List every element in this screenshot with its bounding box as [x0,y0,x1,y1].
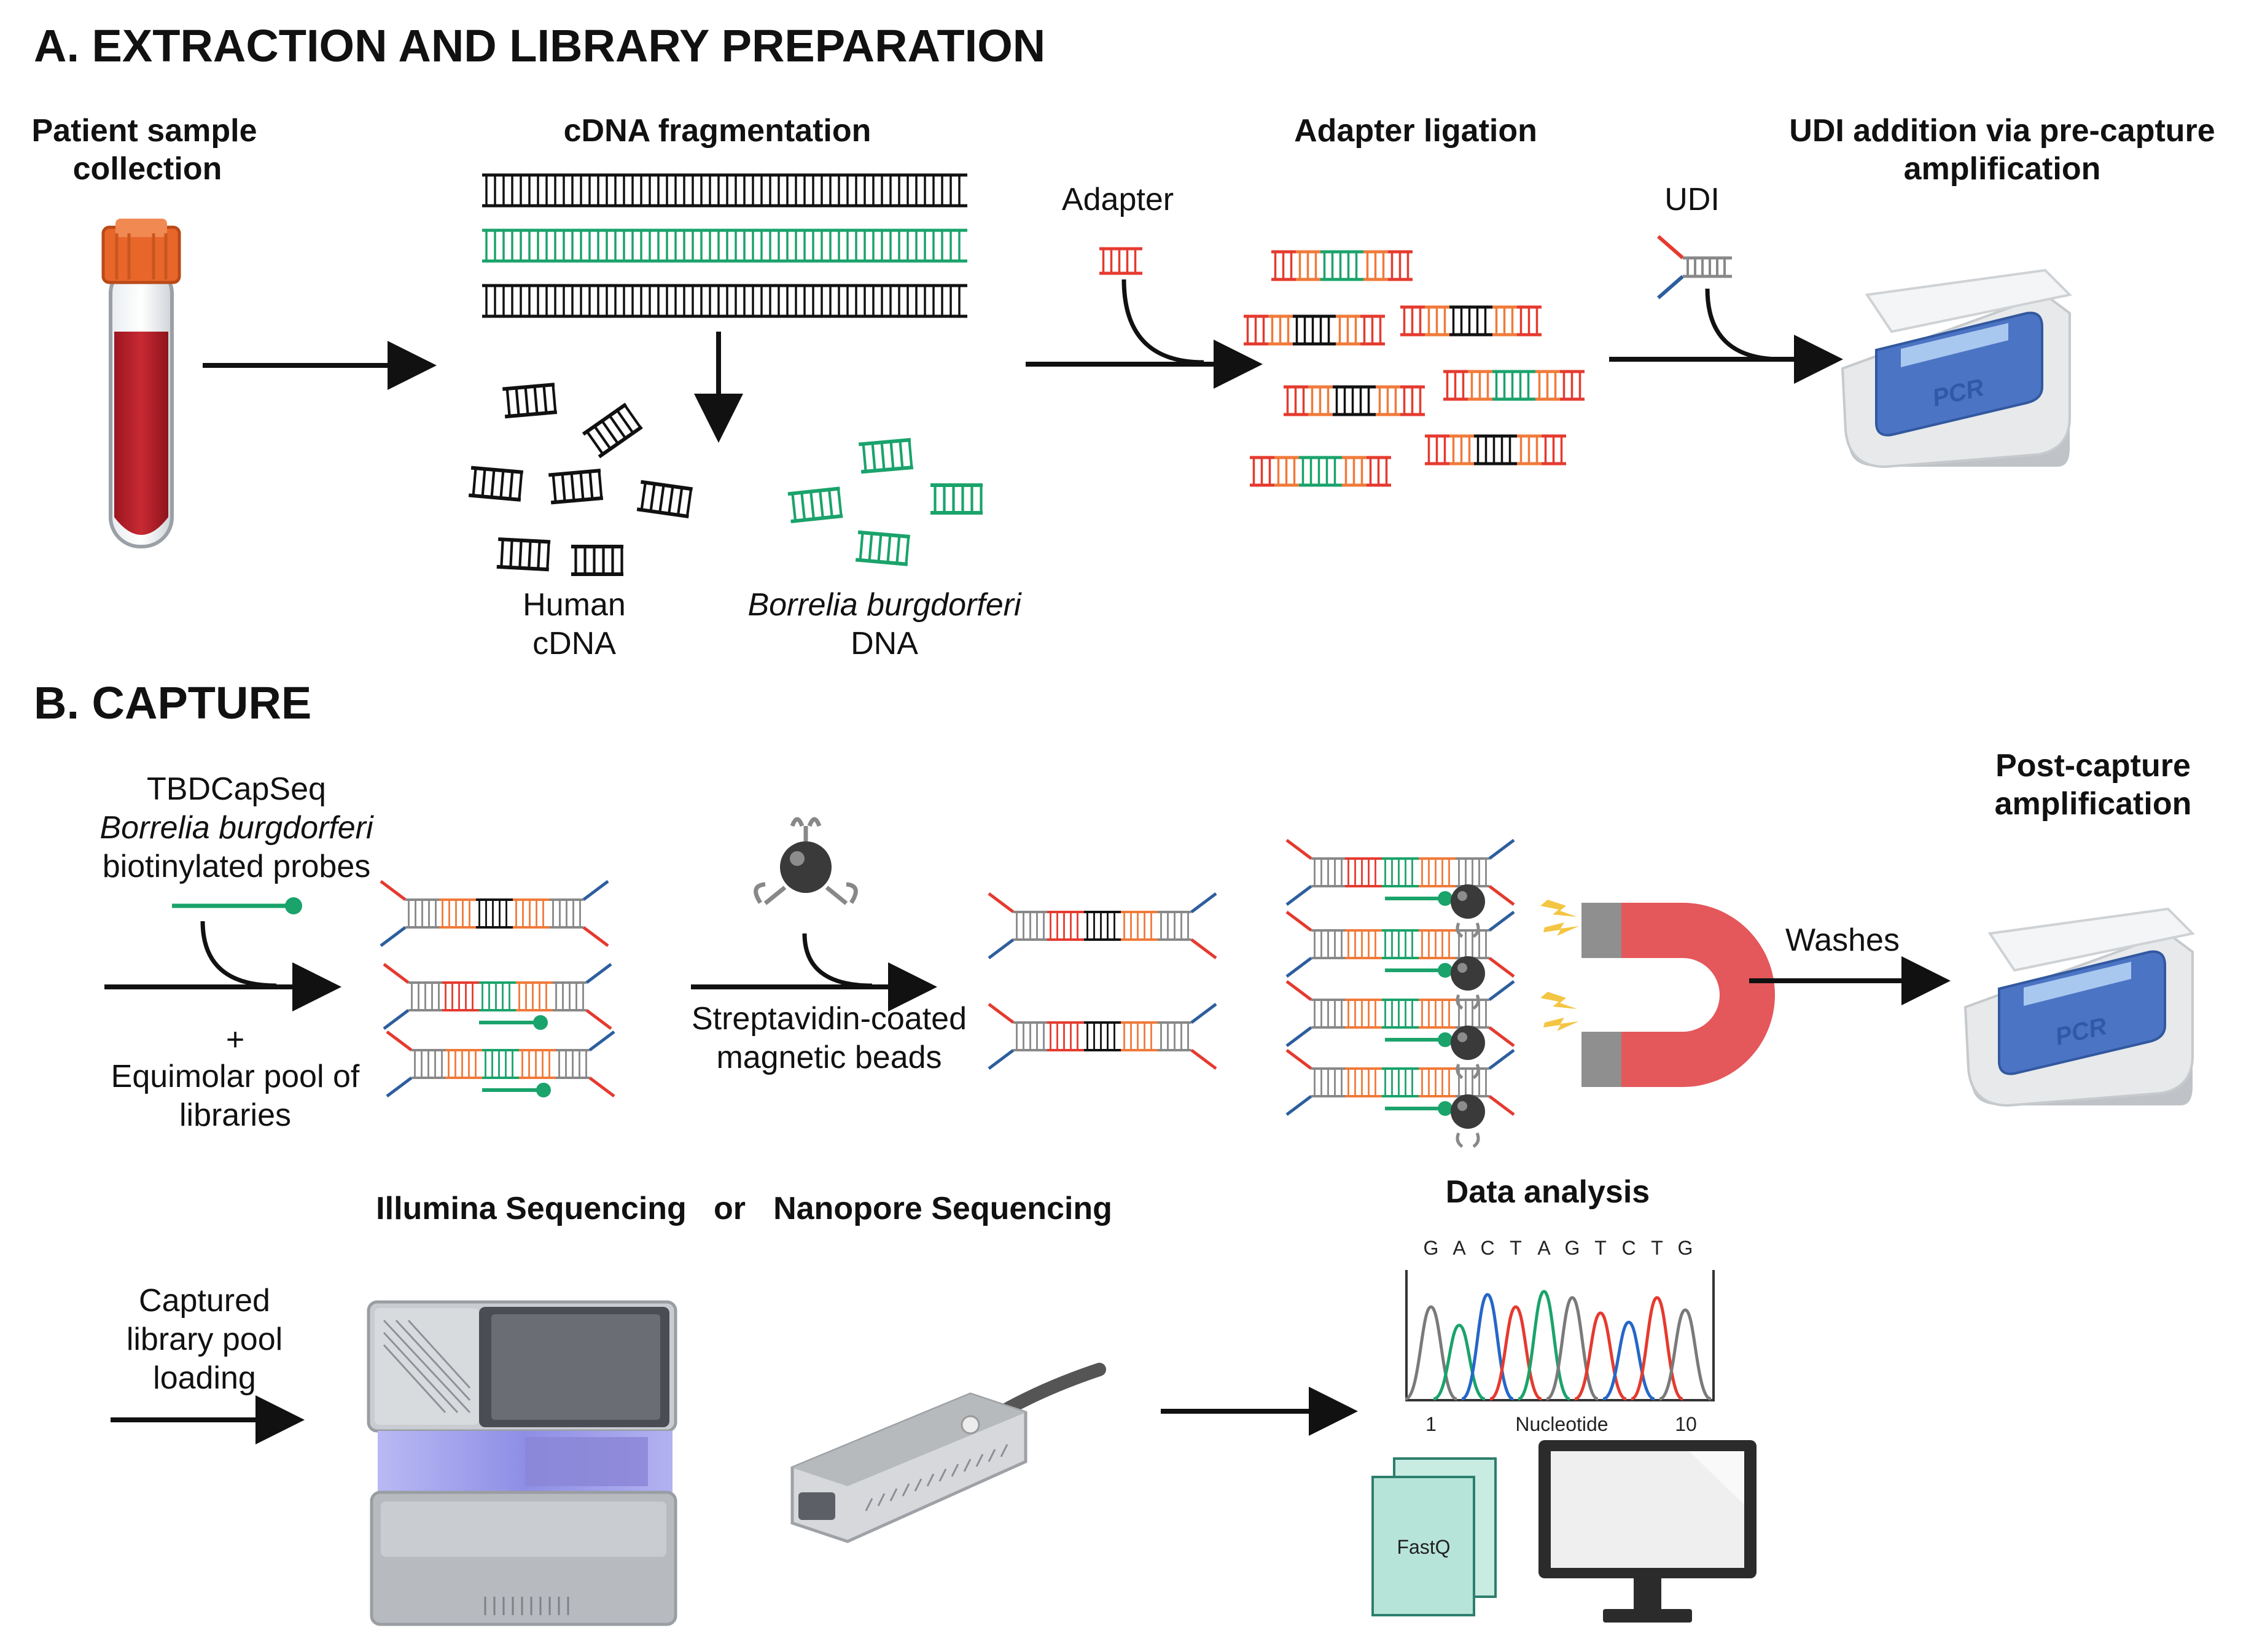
bead-merge-curve [802,933,873,988]
pool-label-2: libraries [179,1097,291,1133]
nanopore-label: Nanopore Sequencing [773,1191,1112,1226]
magnet-icon [1581,903,1775,1087]
pcr-machine-icon: PCR [1963,907,2196,1107]
human-label-1: Human [523,587,626,623]
adapter-merge-curve [1121,279,1204,365]
magnet-spark-icon [1540,900,1579,1031]
base-call-label: C [1621,1237,1636,1259]
udi-merge-curve [1705,288,1782,362]
borrelia-label-2: DNA [851,626,918,661]
base-call-label: A [1452,1237,1466,1259]
probes-label-2: Borrelia burgdorferi [99,810,374,846]
udi-adapter [1657,235,1732,300]
washes-label: Washes [1785,922,1900,958]
chromatogram-peak [1602,1320,1655,1401]
udi-label: UDI [1664,182,1720,217]
beads-label-1: Streptavidin-coated [692,1001,967,1037]
step-fragmentation-label: cDNA fragmentation [564,113,871,149]
computer-monitor-icon [1538,1440,1757,1623]
fastq-label: FastQ [1397,1536,1450,1558]
step-sample-label-1: Patient sample [31,113,257,149]
base-call-label: G [1424,1237,1439,1259]
axis-end-label: 10 [1675,1413,1697,1435]
hybridized-library-fragments [380,880,615,1097]
base-call-label: T [1510,1237,1522,1259]
base-call-label: T [1651,1237,1663,1259]
illumina-sequencer-icon [367,1300,677,1626]
loading-label-2: library pool [127,1322,283,1357]
streptavidin-bead-icon [754,817,858,905]
borrelia-dna-fragments [787,438,983,566]
long-cdna-strands [482,173,967,318]
loading-label-1: Captured [139,1283,270,1319]
step-ligation-label: Adapter ligation [1294,113,1537,149]
plus-sign: + [226,1022,244,1058]
beads-label-2: magnetic beads [716,1040,942,1075]
chromatogram-peak [1460,1293,1515,1401]
fastq-file-icon: FastQ [1371,1457,1497,1616]
axis-label: Nucleotide [1515,1413,1608,1435]
section-b-title: B. CAPTURE [34,677,311,728]
pool-label-1: Equimolar pool of [111,1059,360,1094]
post-capture-label-2: amplification [1995,786,2192,822]
data-analysis-label: Data analysis [1446,1174,1650,1210]
base-call-label: A [1537,1237,1551,1259]
biotinylated-probe [172,897,302,914]
chromatogram-peak [1489,1305,1542,1401]
probe-merge-curve [200,921,277,988]
human-label-2: cDNA [532,626,616,661]
post-capture-label-1: Post-capture [1995,748,2191,784]
human-cdna-fragments [468,383,693,576]
probes-label-3: biotinylated probes [103,849,371,884]
base-call-label: C [1480,1237,1494,1259]
adapter-fragment [1099,247,1142,275]
loading-label-3: loading [153,1360,256,1396]
borrelia-label-1: Borrelia burgdorferi [747,587,1022,623]
adapter-label: Adapter [1062,182,1174,217]
or-label: or [714,1191,746,1226]
chromatogram-peak [1546,1296,1599,1401]
axis-start-label: 1 [1425,1413,1437,1435]
ligated-fragments [1244,250,1585,487]
chromatogram-peak [1574,1311,1627,1401]
nanopore-sequencer-icon [790,1363,1106,1543]
step-udi-label-1: UDI addition via pre-capture [1789,113,2215,149]
bead-bound-fragments [1285,839,1515,1148]
unbound-fragments [988,892,1217,1070]
step-udi-label-2: amplification [1904,151,2101,187]
illumina-label: Illumina Sequencing [376,1191,687,1226]
chromatogram-peak [1631,1296,1683,1401]
chromatogram-peak [1433,1323,1486,1401]
chromatogram-peak [1659,1308,1712,1401]
base-call-label: G [1565,1237,1580,1259]
base-call-label: T [1594,1237,1607,1259]
probes-label-1: TBDCapSeq [147,771,326,807]
section-a-title: A. EXTRACTION AND LIBRARY PREPARATION [34,20,1045,71]
chromatogram-peak [1517,1290,1571,1401]
base-call-label: G [1678,1237,1693,1259]
pcr-machine-icon: PCR [1841,268,2073,469]
blood-tube-icon [101,219,181,548]
step-sample-label-2: collection [73,151,222,187]
